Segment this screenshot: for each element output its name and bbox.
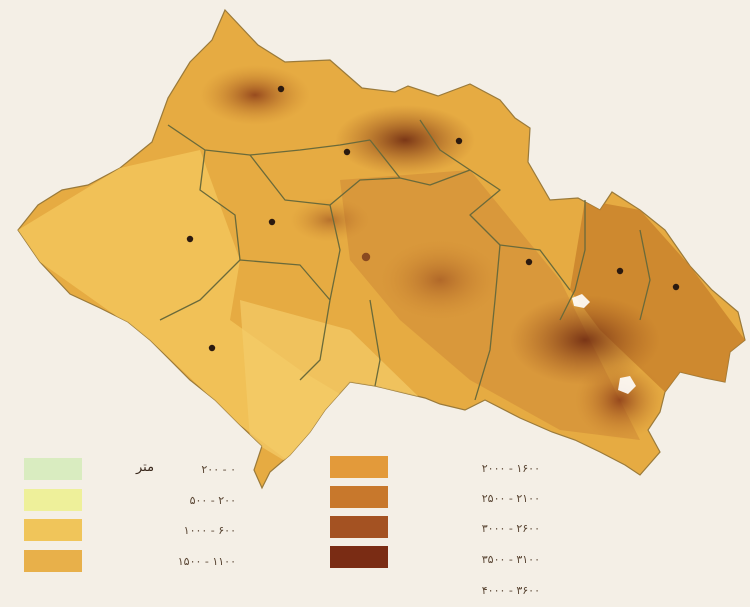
legend-swatch (24, 489, 82, 511)
city-marker (672, 283, 680, 291)
county-borders (159, 119, 651, 401)
city-markers (186, 85, 680, 352)
city-marker (525, 258, 533, 266)
city-marker (616, 267, 624, 275)
mid-ridge (290, 198, 370, 242)
legend-label: ۶۰۰ - ۱۰۰۰ (183, 524, 236, 537)
legend-label: ۳۶۰۰ - ۴۰۰۰ (481, 584, 540, 597)
eastern-upland (570, 200, 745, 392)
city-marker (277, 85, 285, 93)
northern-ridge (335, 105, 475, 175)
legend-swatch (330, 546, 388, 568)
legend-label: ۲۰۰ - ۵۰۰ (189, 494, 236, 507)
legend-swatch (24, 550, 82, 572)
legend-label: ۲۱۰۰ - ۲۵۰۰ (481, 492, 540, 505)
legend-swatch (330, 456, 388, 478)
city-marker (186, 235, 194, 243)
lake-south (618, 376, 636, 394)
city-marker (208, 344, 216, 352)
legend-label: ۱۱۰۰ - ۱۵۰۰ (177, 555, 236, 568)
lowland-south (240, 300, 420, 470)
city-marker (455, 137, 463, 145)
city-marker (268, 218, 276, 226)
legend-unit: متر (136, 460, 155, 475)
legend-swatch (330, 516, 388, 538)
legend-label: ۱۶۰۰ - ۲۰۰۰ (481, 462, 540, 475)
legend-swatch (24, 458, 82, 480)
legend-swatch (330, 486, 388, 508)
northwest-ridge (200, 65, 310, 125)
city-marker (343, 148, 351, 156)
central-ridge (380, 240, 500, 320)
lake-north (572, 294, 590, 308)
legend-label: ۳۱۰۰ - ۳۵۰۰ (481, 553, 540, 566)
south-ridge (575, 360, 665, 440)
city-marker (361, 252, 371, 262)
legend-label: ۲۶۰۰ - ۳۰۰۰ (481, 522, 540, 535)
legend-swatch (24, 519, 82, 541)
legend-label: ۰ - ۲۰۰ (201, 463, 236, 476)
